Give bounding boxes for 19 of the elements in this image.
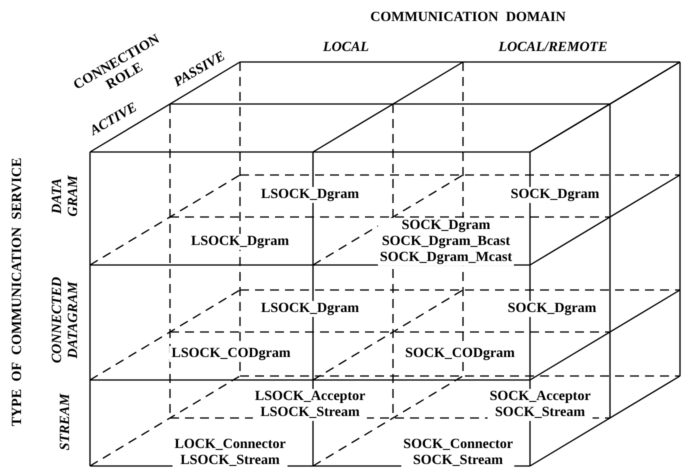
class-name: LSOCK_Dgram: [259, 186, 361, 204]
axis-title: COMMUNICATION DOMAIN: [370, 10, 566, 26]
class-name: LSOCK_Dgram: [189, 234, 291, 250]
class-name: SOCK_Dgram: [506, 300, 598, 318]
class-name: LSOCK_CODgram: [170, 346, 292, 362]
axis-label: DATA GRAM: [50, 175, 82, 217]
axis-label: STREAM: [58, 394, 74, 450]
class-name: SOCK_Acceptor SOCK_Stream: [488, 388, 592, 422]
class-name: LSOCK_Dgram: [259, 300, 361, 318]
class-name: SOCK_Dgram SOCK_Dgram_Bcast SOCK_Dgram_Mcast: [378, 218, 514, 266]
class-name: SOCK_Dgram: [508, 186, 602, 204]
class-name: SOCK_CODgram: [403, 346, 517, 362]
class-name: LSOCK_Acceptor LSOCK_Stream: [252, 388, 368, 422]
axis-label: CONNECTED DATAGRAM: [50, 276, 82, 364]
class-name: SOCK_Connector SOCK_Stream: [401, 436, 515, 470]
axis-label: LOCAL: [323, 40, 369, 56]
axis-label: LOCAL/REMOTE: [498, 40, 608, 56]
class-name: LOCK_Connector LSOCK_Stream: [172, 436, 288, 470]
axis-title: TYPE OF COMMUNICATION SERVICE: [10, 158, 26, 426]
